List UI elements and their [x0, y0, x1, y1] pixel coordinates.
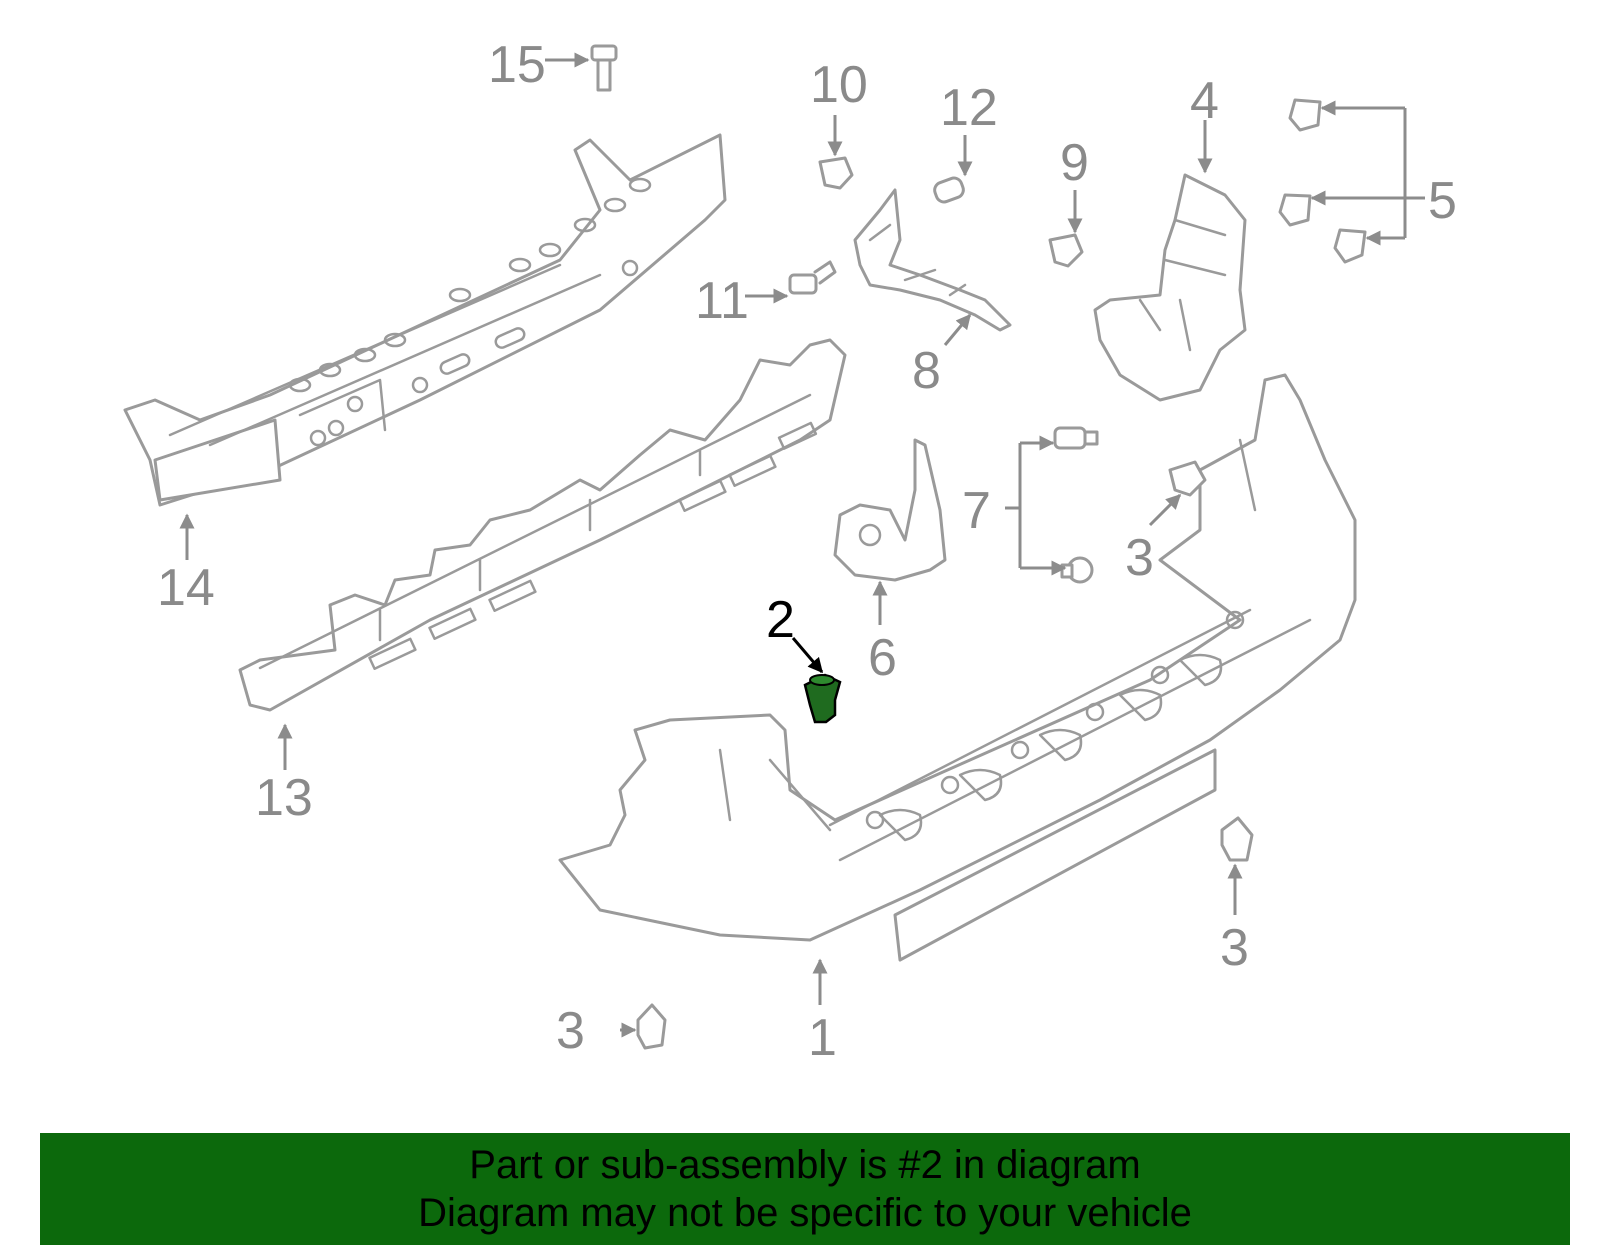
callout-14: 14: [157, 559, 215, 617]
part-2-clip-highlighted: [803, 673, 842, 724]
parts-diagram: 15 10 12 9 4 5 11 8 7 6 3 3 3 1 13 14 2: [123, 36, 1457, 1067]
callout-12: 12: [940, 79, 998, 137]
fastener-5b: [1278, 193, 1312, 227]
part-6-bracket: [833, 438, 947, 582]
part-4-side-bracket: [1093, 173, 1247, 402]
callout-11: 11: [695, 272, 749, 330]
callout-3-lower-right: 3: [1220, 919, 1249, 977]
fastener-3-right: [1168, 460, 1207, 497]
fastener-3-lower-right: [1220, 816, 1254, 862]
fastener-11: [788, 260, 837, 295]
callout-1: 1: [808, 1009, 837, 1067]
callout-7: 7: [962, 482, 991, 540]
callout-10: 10: [810, 56, 868, 114]
callout-2-highlighted: 2: [766, 591, 795, 649]
fastener-7a: [1053, 426, 1099, 450]
part-13-absorber: [238, 338, 847, 712]
part-1-bumper-cover: [558, 373, 1357, 962]
leader-lines: [179, 52, 1425, 1038]
footer-line-2: Diagram may not be specific to your vehi…: [418, 1191, 1192, 1235]
footer-banner: Part or sub-assembly is #2 in diagram Di…: [40, 1133, 1570, 1245]
fastener-15: [590, 44, 618, 92]
part-14-reinforcement: [123, 133, 727, 507]
callout-13: 13: [255, 769, 313, 827]
callout-6: 6: [868, 629, 897, 687]
callout-9: 9: [1060, 134, 1089, 192]
fastener-5c: [1333, 228, 1367, 264]
callout-3-right: 3: [1125, 529, 1154, 587]
fastener-5a: [1288, 98, 1322, 132]
callout-8: 8: [912, 342, 941, 400]
fastener-10: [818, 156, 854, 190]
fastener-12: [933, 176, 965, 204]
part-8-bracket: [853, 188, 1012, 332]
fastener-9: [1048, 233, 1084, 268]
footer-line-1: Part or sub-assembly is #2 in diagram: [469, 1143, 1141, 1187]
callout-5: 5: [1428, 172, 1457, 230]
fastener-7b: [1060, 556, 1094, 584]
fastener-3-bottom: [636, 1003, 667, 1050]
callout-3-bottom: 3: [556, 1002, 585, 1060]
callout-15: 15: [488, 36, 546, 94]
callout-4: 4: [1190, 72, 1219, 130]
